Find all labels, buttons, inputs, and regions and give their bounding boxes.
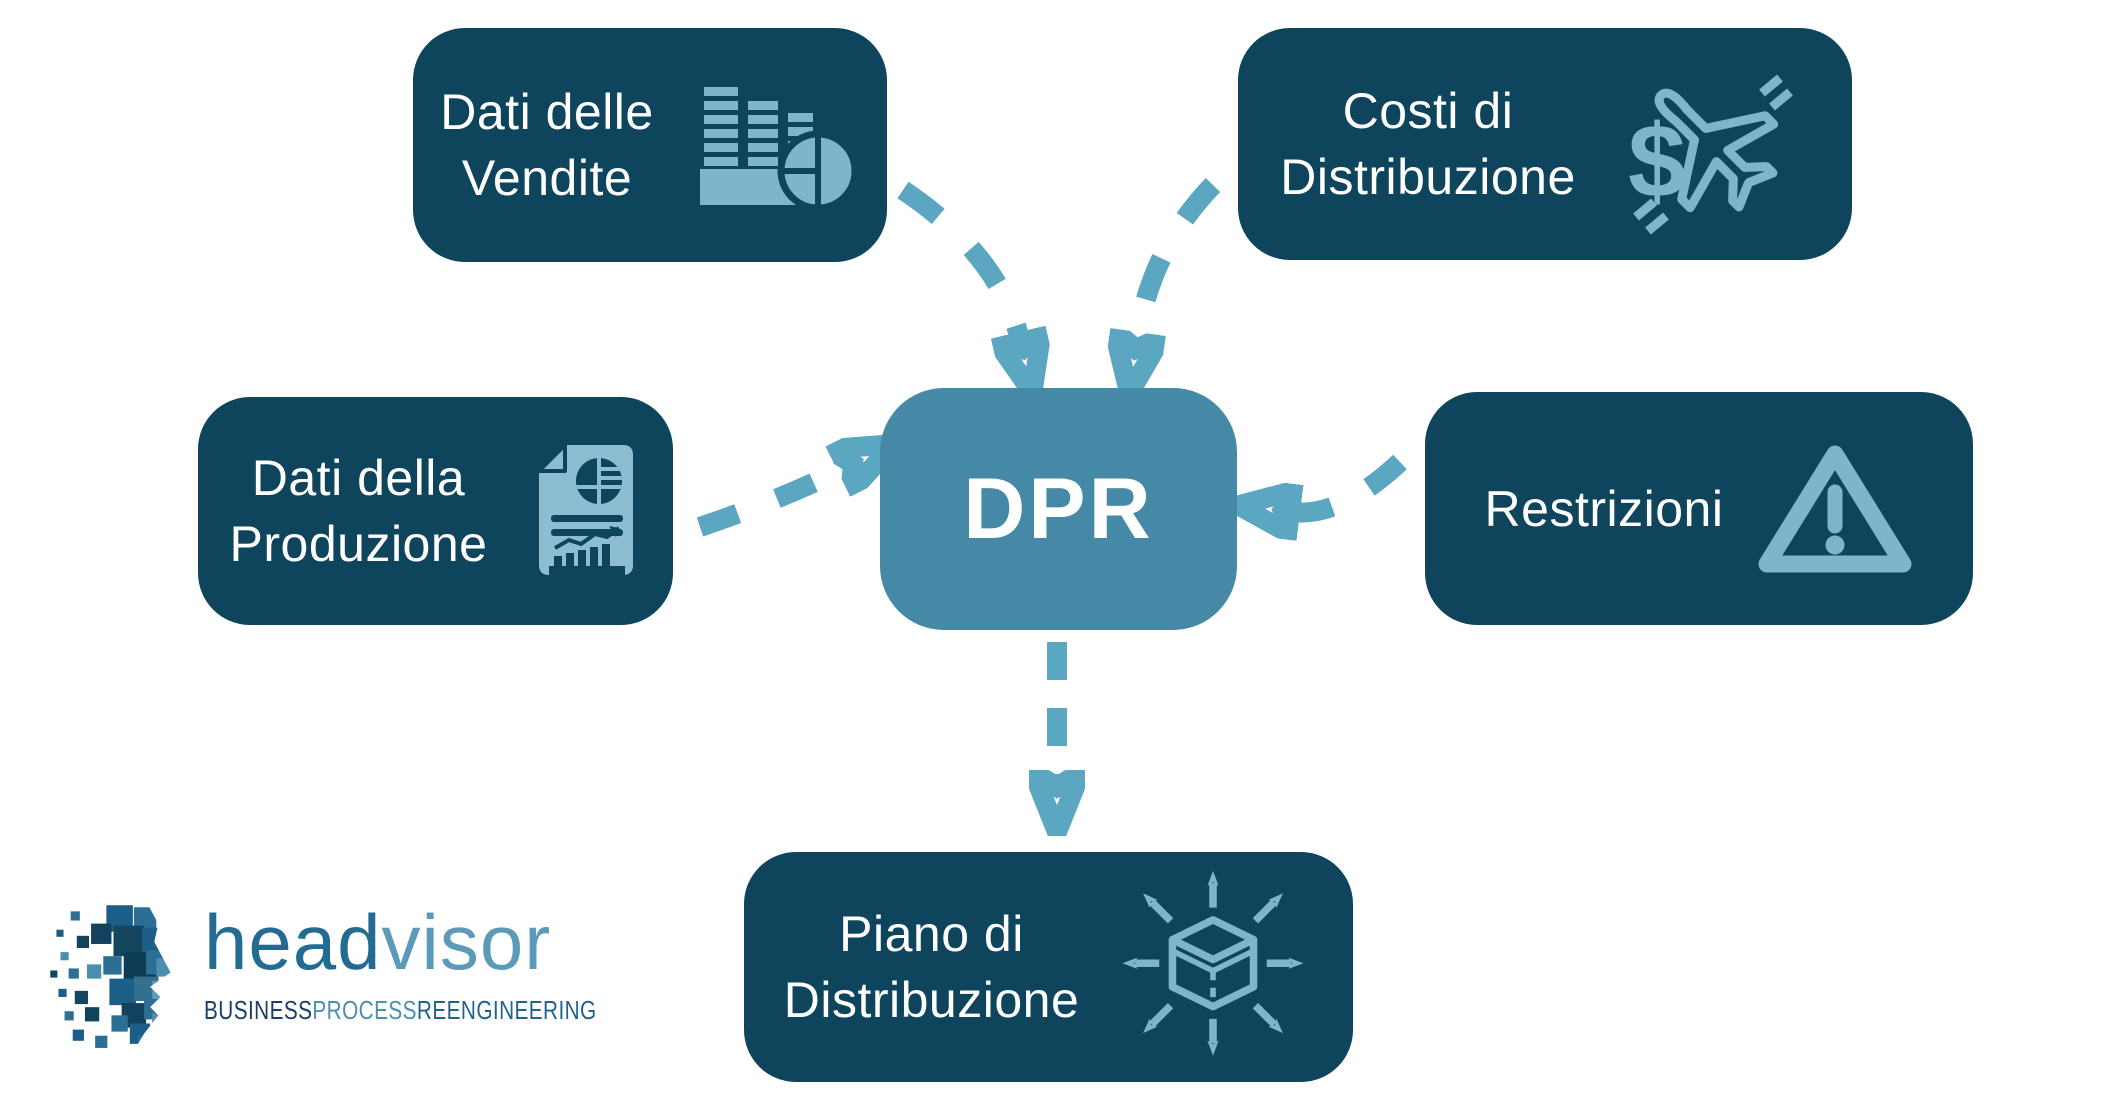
node-label: Dati delle Vendite (440, 79, 653, 211)
logo-text: headvisor BUSINESSPROCESSREENGINEERING (204, 903, 695, 1026)
node-label: Costi di Distribuzione (1280, 78, 1576, 210)
airplane-dollar-icon: $ (1628, 74, 1793, 235)
arrow-costs-to-dpr (1137, 178, 1221, 340)
node-dati-della-produzione: Dati della Produzione (198, 397, 673, 625)
report-document-icon (537, 443, 634, 575)
tagline-business: BUSINESS (204, 995, 313, 1025)
brand-visor: visor (381, 898, 552, 986)
brand-wordmark: headvisor (204, 903, 695, 981)
bar-chart-pie-icon (699, 87, 859, 212)
tagline-process: PROCESS (312, 995, 417, 1025)
headvisor-face-icon (50, 903, 178, 1051)
brand-tagline: BUSINESSPROCESSREENGINEERING (204, 995, 597, 1026)
label-line1: Piano di (839, 906, 1024, 962)
brand-head: head (204, 898, 382, 986)
node-label: Restrizioni (1485, 476, 1724, 542)
label-line1: Costi di (1342, 83, 1514, 139)
node-restrizioni: Restrizioni (1425, 392, 1973, 625)
arrow-sales-to-dpr (897, 181, 1020, 340)
label-line1: Restrizioni (1484, 480, 1724, 537)
label-line1: Dati delle (440, 84, 654, 140)
dollar-glyph: $ (1628, 104, 1686, 220)
label-line2: Vendite (461, 150, 633, 206)
dpr-label: DPR (963, 460, 1154, 557)
node-label: Piano di Distribuzione (784, 901, 1080, 1033)
label-line2: Distribuzione (1280, 149, 1576, 205)
node-costi-di-distribuzione: Costi di Distribuzione $ (1238, 28, 1852, 260)
arrow-production-to-dpr (696, 468, 845, 537)
label-line2: Distribuzione (783, 972, 1080, 1028)
headvisor-logo: headvisor BUSINESSPROCESSREENGINEERING (50, 893, 695, 1051)
label-line2: Produzione (229, 516, 488, 572)
label-line1: Dati della (251, 450, 466, 506)
warning-triangle-icon (1758, 445, 1912, 572)
node-label: Dati della Produzione (230, 445, 488, 577)
package-distribution-arrows-icon (1122, 870, 1304, 1056)
arrow-restrictions-to-dpr (1292, 454, 1407, 513)
node-dpr-center: DPR (880, 388, 1237, 630)
node-piano-di-distribuzione: Piano di Distribuzione (744, 852, 1353, 1082)
node-dati-delle-vendite: Dati delle Vendite (413, 28, 887, 262)
tagline-reengineering: REENGINEERING (416, 995, 597, 1025)
